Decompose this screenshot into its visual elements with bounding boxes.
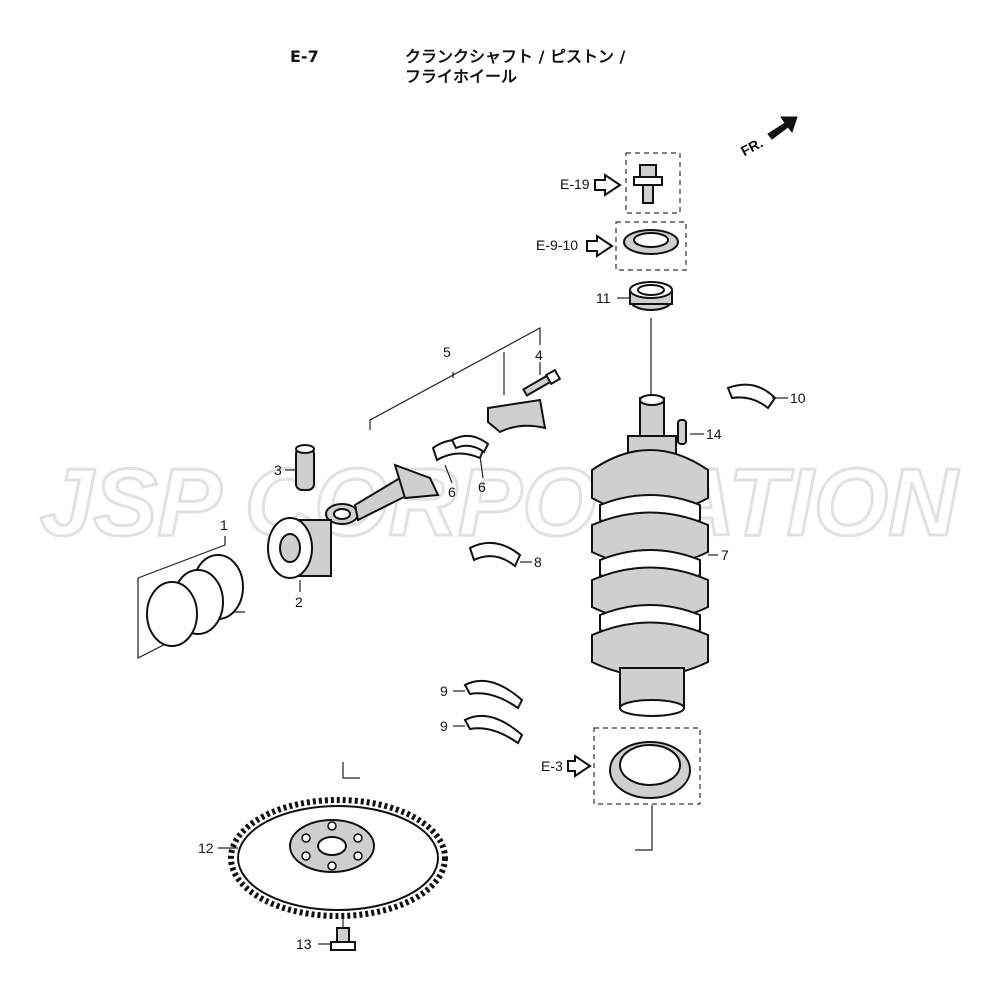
diagram-title-line2: フライホイール: [405, 67, 517, 86]
seal-group-box: [615, 221, 687, 271]
callout-14: 14: [706, 426, 722, 442]
front-direction-indicator: FR.: [738, 116, 798, 159]
thrust-bearing-upper: [463, 679, 524, 710]
oil-seal-top: [623, 229, 679, 255]
callout-13: 13: [296, 936, 312, 952]
oil-seal-bottom: [609, 741, 691, 799]
crankshaft: [591, 394, 709, 717]
ref-arrow-e3-icon: [567, 754, 592, 778]
ref-arrow-e910-icon: [586, 234, 614, 258]
lower-seal-group-box: [593, 727, 701, 805]
callout-9b: 9: [440, 718, 448, 734]
flywheel-bolt: [330, 927, 356, 951]
piston-rings: [146, 554, 244, 647]
front-label: FR.: [738, 134, 765, 159]
callout-11: 11: [596, 290, 611, 306]
ref-e3-label: E-3: [541, 758, 563, 774]
watermark: JSP CORPORATION: [40, 449, 959, 556]
needle-bearing-11: [629, 281, 673, 311]
callout-1: 1: [220, 517, 228, 533]
callout-12: 12: [198, 840, 214, 856]
callout-7: 7: [721, 547, 729, 563]
diagram-title-line1: クランクシャフト / ピストン /: [405, 47, 626, 66]
bolt-group-box: [625, 152, 681, 214]
callout-4: 4: [535, 347, 543, 363]
callout-3: 3: [274, 462, 282, 478]
piston: [267, 517, 332, 579]
con-rod-bearing-lower: [450, 434, 490, 454]
dowel-pin: [677, 419, 687, 445]
callout-5: 5: [443, 344, 451, 360]
ref-e910-label: E-9-10: [536, 237, 578, 253]
callout-8: 8: [534, 554, 542, 570]
thrust-bearing-lower: [463, 714, 524, 745]
con-rod-bolt: [522, 368, 562, 397]
callout-6a: 6: [448, 484, 456, 500]
flywheel: [228, 797, 448, 919]
crank-bolt: [633, 164, 663, 204]
ref-e19-label: E-19: [560, 176, 590, 192]
callout-2: 2: [295, 594, 303, 610]
callout-9a: 9: [440, 683, 448, 699]
main-bearing: [468, 541, 522, 568]
callout-10: 10: [790, 390, 806, 406]
thrust-washer: [726, 383, 777, 410]
con-rod-cap: [487, 398, 547, 434]
front-arrow-icon: [767, 116, 798, 140]
diagram-code: E-7: [290, 47, 319, 66]
callout-6b: 6: [478, 479, 486, 495]
piston-pin: [295, 447, 315, 491]
connecting-rod: [325, 463, 440, 525]
ref-arrow-e19-icon: [594, 173, 622, 197]
